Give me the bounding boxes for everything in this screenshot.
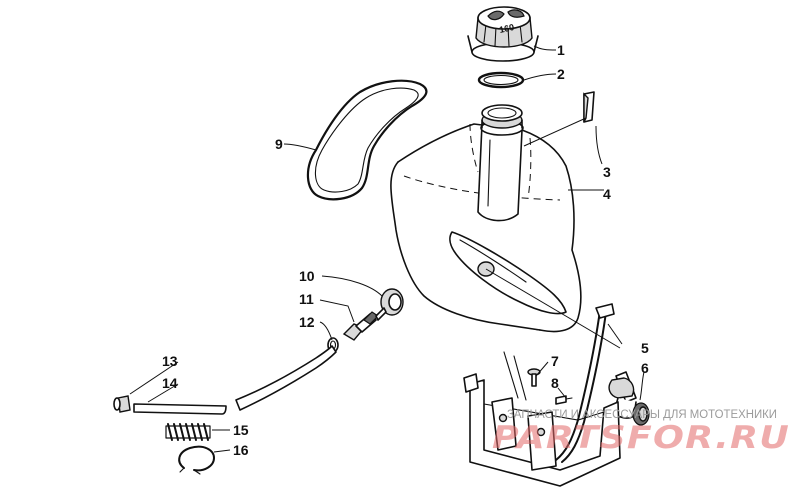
callout-2: 2 — [557, 66, 565, 82]
part-3-tab — [583, 91, 595, 123]
callout-labels: 1 2 3 4 5 6 7 8 9 10 11 12 13 14 15 16 — [162, 42, 649, 458]
callout-16: 16 — [233, 442, 249, 458]
cap-marking: 160 — [498, 22, 515, 35]
watermark-logo: PARTSFOR.RU — [492, 420, 790, 456]
callout-13: 13 — [162, 353, 178, 369]
part-7-screw — [527, 368, 541, 387]
part-6-valve — [608, 371, 650, 426]
callout-15: 15 — [233, 422, 249, 438]
callout-9: 9 — [275, 136, 283, 152]
part-15-spring — [165, 423, 211, 441]
callout-4: 4 — [603, 186, 611, 202]
part-11-fitting — [342, 307, 387, 341]
callout-3: 3 — [603, 164, 611, 180]
part-4-fuel-tank — [390, 104, 582, 333]
watermark: ЗАПЧАСТИ И АКСЕССУАРЫ ДЛЯ МОТОТЕХНИКИ PA… — [492, 409, 790, 456]
part-9-hose-loop — [306, 79, 428, 201]
callout-6: 6 — [641, 360, 649, 376]
callout-5: 5 — [641, 340, 649, 356]
part-16-clip — [178, 445, 215, 475]
tank-mounting-bracket — [463, 351, 621, 487]
callout-10: 10 — [299, 268, 315, 284]
callout-11: 11 — [299, 291, 314, 307]
part-8-bolt — [555, 395, 573, 405]
callout-8: 8 — [551, 375, 559, 391]
part-1-fuel-cap: 160 — [467, 6, 539, 62]
callout-12: 12 — [299, 314, 315, 330]
part-2-o-ring — [477, 71, 525, 89]
callout-7: 7 — [551, 353, 559, 369]
part-13-hose-end — [113, 395, 131, 413]
part-10-grommet — [380, 288, 404, 316]
callout-14: 14 — [162, 375, 178, 391]
part-14-fuel-hose — [133, 345, 337, 415]
callout-1: 1 — [557, 42, 565, 58]
watermark-tagline: ЗАПЧАСТИ И АКСЕССУАРЫ ДЛЯ МОТОТЕХНИКИ — [507, 409, 777, 421]
leader-lines — [129, 45, 645, 453]
